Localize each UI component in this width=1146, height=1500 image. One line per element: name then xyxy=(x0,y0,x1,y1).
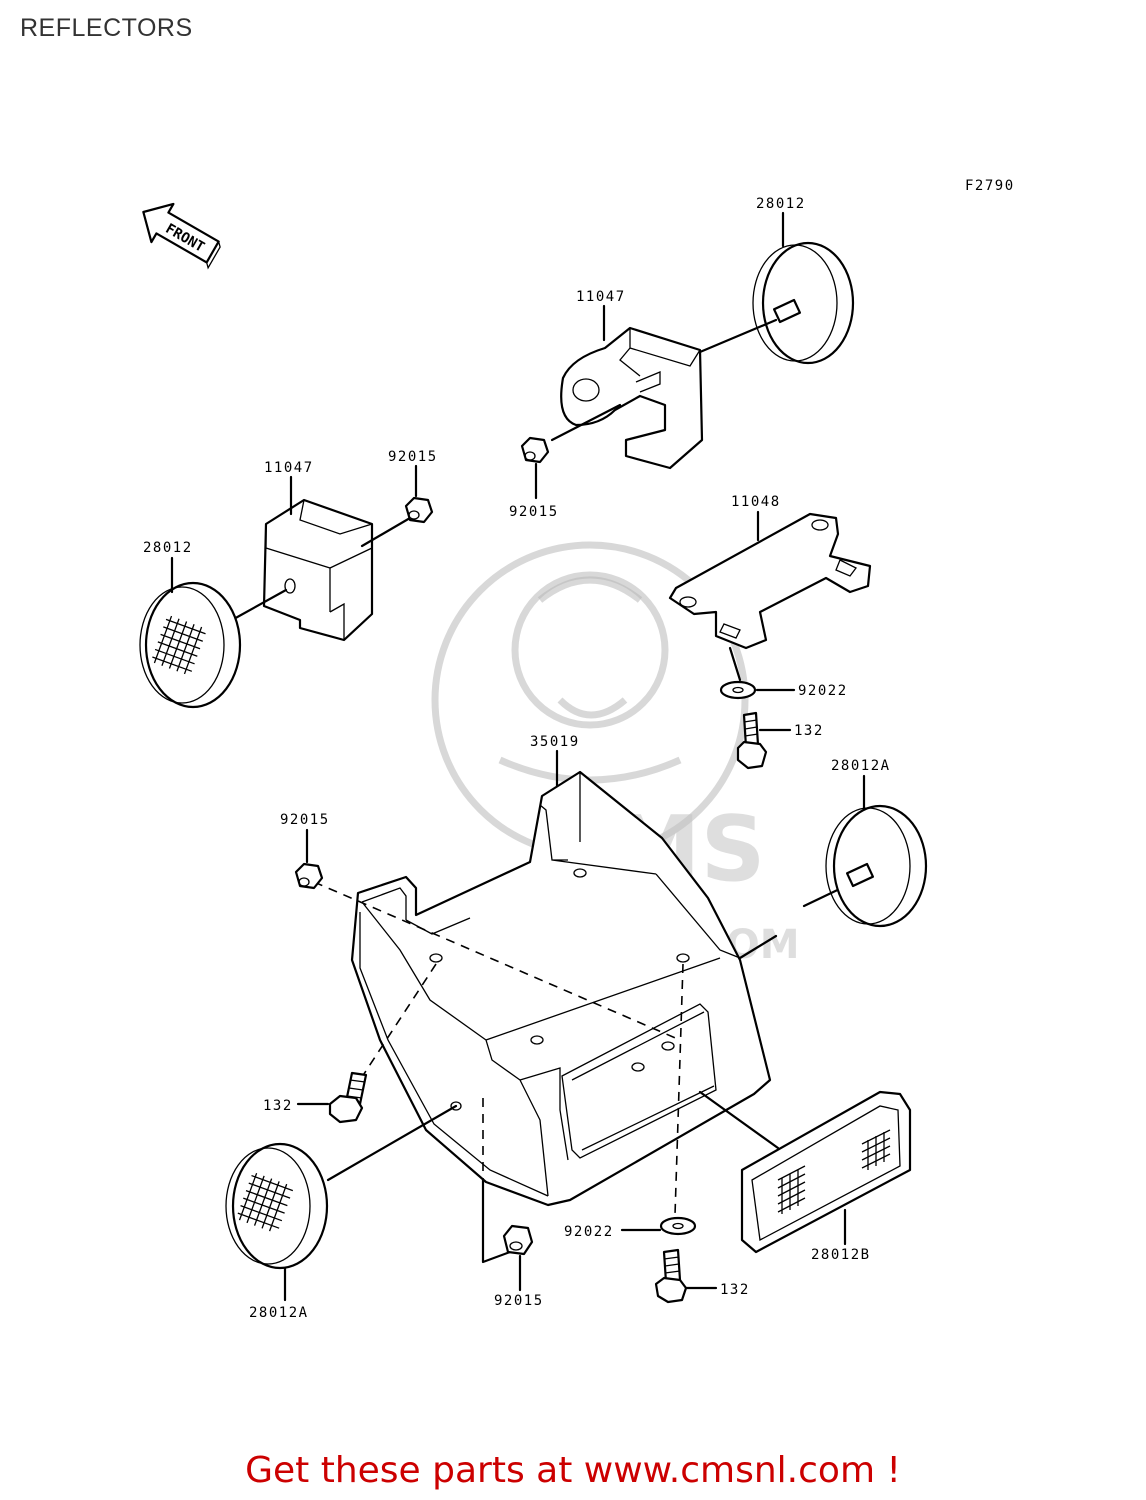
label-28012a-left: 28012A xyxy=(249,1305,309,1321)
assembly-line-left-refl xyxy=(230,588,288,622)
reflector-28012a-right xyxy=(825,804,928,928)
page-title: REFLECTORS xyxy=(20,14,193,42)
nut-92015-left xyxy=(404,496,434,524)
label-92015-bottom: 92015 xyxy=(494,1293,544,1309)
label-92022-right: 92022 xyxy=(798,683,848,699)
washer-92022-right xyxy=(719,680,757,700)
label-132-bottom: 132 xyxy=(720,1282,750,1298)
bolt-132-bottom xyxy=(654,1248,688,1304)
reflector-28012-left xyxy=(139,581,242,709)
assembly-line-top-nut xyxy=(550,403,622,442)
bracket-11048 xyxy=(668,512,872,650)
label-92015-left: 92015 xyxy=(388,449,438,465)
label-28012b: 28012B xyxy=(811,1247,871,1263)
assembly-line-top xyxy=(698,318,778,354)
figure-code: F2790 xyxy=(965,178,1015,194)
label-92015-top: 92015 xyxy=(509,504,559,520)
label-28012-top: 28012 xyxy=(756,196,806,212)
label-92015-mid: 92015 xyxy=(280,812,330,828)
assembly-line-left xyxy=(360,516,412,548)
get-parts-link[interactable]: Get these parts at www.cmsnl.com ! xyxy=(245,1450,901,1491)
bracket-11047-top xyxy=(560,326,704,470)
washer-92022-bottom xyxy=(659,1216,697,1236)
label-92022-bottom: 92022 xyxy=(564,1224,614,1240)
bolt-132-right xyxy=(736,711,768,770)
label-35019: 35019 xyxy=(530,734,580,750)
assembly-dashed-lines xyxy=(313,881,852,1264)
label-132-left: 132 xyxy=(263,1098,293,1114)
label-11048: 11048 xyxy=(731,494,781,510)
front-arrow-icon: FRONT xyxy=(142,202,221,270)
nut-92015-top xyxy=(520,436,550,464)
bracket-35019 xyxy=(350,770,772,1207)
reflector-28012-top xyxy=(752,241,855,365)
reflector-28012a-left xyxy=(225,1142,329,1270)
reflector-28012b xyxy=(740,1090,912,1254)
label-11047-left: 11047 xyxy=(264,460,314,476)
bracket-11047-left xyxy=(262,498,374,642)
label-132-right: 132 xyxy=(794,723,824,739)
nut-92015-mid xyxy=(294,862,324,890)
label-28012a-right: 28012A xyxy=(831,758,891,774)
assembly-line-11048 xyxy=(728,646,742,682)
bolt-132-left xyxy=(328,1071,368,1124)
nut-92015-bottom xyxy=(502,1224,534,1256)
label-28012-left: 28012 xyxy=(143,540,193,556)
label-11047-top: 11047 xyxy=(576,289,626,305)
